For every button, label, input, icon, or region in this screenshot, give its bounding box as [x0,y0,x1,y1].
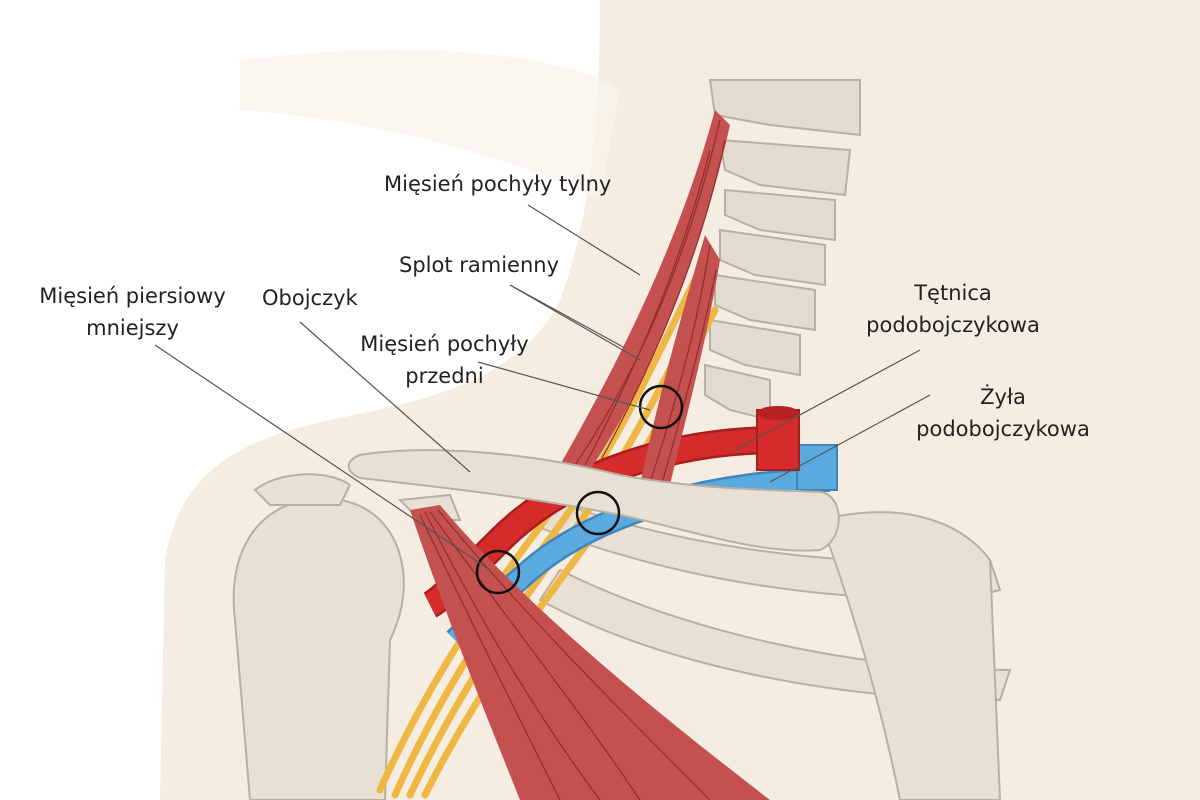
cervical-spine [704,79,861,422]
scalenus-anterior [640,235,720,485]
label-clavicle: Obojczyk [262,286,358,310]
label-subclavian-artery-line1: Tętnica [914,281,992,305]
shoulder-acromion [253,473,352,506]
label-subclavian-artery-line2: podobojczykowa [866,313,1040,337]
pectoralis-minor [410,505,770,800]
label-pectoralis-minor-line1: Mięsień piersiowy [39,284,226,308]
compression-site-pectoralis [475,549,521,595]
clavicle [347,449,840,552]
label-brachial-plexus: Splot ramienny [399,253,560,277]
compression-site-costoclavicular [575,490,621,536]
label-scalenus-anterior: Mięsień pochyły przedni [352,328,537,392]
label-subclavian-vein-line1: Żyła [980,385,1026,409]
label-scalenus-posterior: Mięsień pochyły tylny [384,172,612,196]
humerus [232,497,405,800]
label-scalenus-anterior-line2: przedni [405,364,484,388]
label-subclavian-vein-line2: podobojczykowa [916,417,1090,441]
leader-lines [154,204,931,571]
label-scalenus-anterior-line1: Mięsień pochyły [360,332,529,356]
label-subclavian-vein: Żyła podobojczykowa [908,381,1098,445]
scalenus-posterior [560,110,730,470]
label-pectoralis-minor: Mięsień piersiowy mniejszy [30,280,235,344]
label-pectoralis-minor-line2: mniejszy [86,316,179,340]
label-subclavian-artery: Tętnica podobojczykowa [858,277,1048,341]
